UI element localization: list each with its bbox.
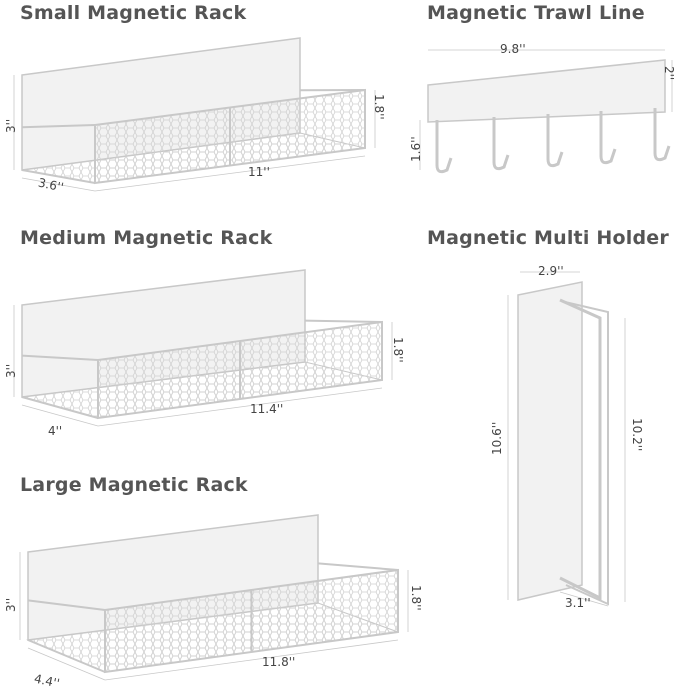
large-rack-title: Large Magnetic Rack (20, 474, 248, 496)
trawl-plate (427, 59, 666, 123)
trawl-line (419, 49, 673, 174)
side-rail (21, 169, 96, 184)
hook (599, 111, 617, 165)
side-rail (21, 124, 96, 129)
dim-line (104, 639, 399, 681)
small-rack-height: 3'' (4, 118, 18, 133)
side-rail (27, 639, 106, 673)
large-rack-length: 11.8'' (262, 655, 296, 669)
medium-rack-height: 3'' (4, 363, 18, 378)
side-rail (21, 396, 99, 419)
small-rack (13, 37, 376, 192)
medium-rack-depth: 4'' (48, 424, 63, 438)
medium-rack-basket-height: 1.8'' (391, 337, 405, 363)
large-rack-basket-height: 1.8'' (409, 585, 423, 611)
dim-line (559, 591, 609, 607)
large-rack (19, 514, 409, 681)
multi-holder (507, 271, 626, 607)
dim-line (27, 647, 106, 681)
multi-holder-rod-height: 10.2'' (630, 418, 644, 452)
multi-holder-plate-height: 10.6'' (490, 421, 504, 455)
dim-line (21, 177, 96, 192)
hook (492, 117, 510, 171)
medium-rack (13, 269, 393, 427)
multi-holder-depth: 3.1'' (565, 596, 591, 610)
hook (435, 120, 453, 174)
medium-rack-length: 11.4'' (250, 402, 284, 416)
holder-rod-outer (564, 301, 609, 606)
dim-line (94, 155, 366, 192)
trawl-line-hook-depth: 1.6'' (409, 136, 423, 162)
multi-holder-title: Magnetic Multi Holder (427, 227, 669, 249)
side-rail (27, 599, 106, 611)
small-rack-basket-height: 1.8'' (372, 94, 386, 120)
hook (653, 108, 671, 162)
small-rack-length: 11'' (248, 165, 270, 179)
large-rack-height: 3'' (4, 597, 18, 612)
side-rail (317, 562, 399, 571)
side-rail (304, 319, 383, 323)
holder-plate (517, 281, 583, 601)
hook (546, 114, 564, 168)
multi-holder-width: 2.9'' (538, 264, 564, 278)
side-rail (21, 354, 99, 361)
small-rack-title: Small Magnetic Rack (20, 2, 247, 24)
dim-line (21, 404, 99, 427)
holder-rod (559, 298, 602, 601)
trawl-line-title: Magnetic Trawl Line (427, 2, 645, 24)
medium-rack-title: Medium Magnetic Rack (20, 227, 273, 249)
dim-line (97, 387, 383, 427)
trawl-line-length: 9.8'' (500, 42, 526, 56)
trawl-line-height: 2'' (662, 66, 676, 81)
